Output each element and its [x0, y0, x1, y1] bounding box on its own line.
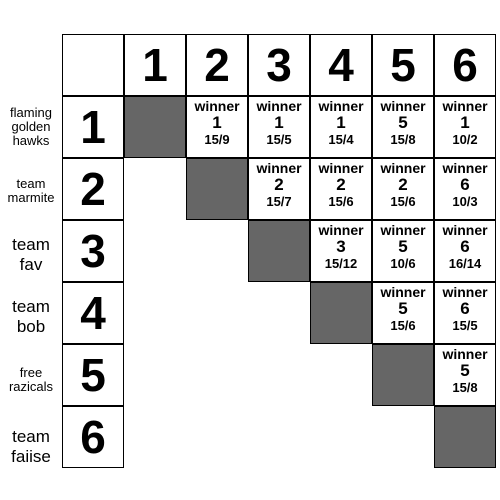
winner-label: winner [318, 222, 364, 238]
winner-team: 1 [460, 113, 470, 132]
row-header-4: 4 [62, 282, 124, 344]
winner-label: winner [442, 222, 488, 238]
winner-label: winner [318, 98, 364, 114]
winner-team: 1 [274, 113, 284, 132]
winner-label: winner [442, 346, 488, 362]
column-header-2: 2 [186, 34, 248, 96]
diagonal-cell-4 [310, 282, 372, 344]
winner-label: winner [194, 98, 240, 114]
row-header-1: 1 [62, 96, 124, 158]
result-cell-2-3: winner 2 15/7 [248, 158, 310, 220]
winner-team: 6 [460, 237, 470, 256]
team-name-2: team marmite [7, 176, 55, 205]
winner-team: 6 [460, 175, 470, 194]
match-score: 15/8 [390, 132, 416, 147]
diagonal-cell-5 [372, 344, 434, 406]
result-cell-3-6: winner 6 16/14 [434, 220, 496, 282]
winner-team: 5 [398, 113, 408, 132]
winner-label: winner [256, 160, 302, 176]
column-header-4: 4 [310, 34, 372, 96]
match-score: 10/3 [452, 194, 478, 209]
winner-label: winner [380, 160, 426, 176]
team-name-3: team fav [12, 235, 50, 274]
column-header-6: 6 [434, 34, 496, 96]
match-score: 15/4 [328, 132, 354, 147]
result-cell-1-3: winner 1 15/5 [248, 96, 310, 158]
team-name-4: team bob [12, 297, 50, 336]
winner-team: 5 [398, 299, 408, 318]
winner-label: winner [442, 284, 488, 300]
result-cell-1-5: winner 5 15/8 [372, 96, 434, 158]
row-header-5: 5 [62, 344, 124, 406]
result-cell-1-2: winner 1 15/9 [186, 96, 248, 158]
match-score: 15/6 [390, 194, 416, 209]
match-score: 15/7 [266, 194, 292, 209]
winner-label: winner [442, 160, 488, 176]
row-header-3: 3 [62, 220, 124, 282]
winner-team: 1 [212, 113, 222, 132]
winner-team: 5 [398, 237, 408, 256]
match-score: 15/5 [266, 132, 292, 147]
match-score: 15/9 [204, 132, 230, 147]
winner-team: 2 [398, 175, 408, 194]
winner-team: 6 [460, 299, 470, 318]
diagonal-cell-1 [124, 96, 186, 158]
match-score: 15/5 [452, 318, 478, 333]
winner-label: winner [256, 98, 302, 114]
result-cell-4-6: winner 6 15/5 [434, 282, 496, 344]
winner-team: 2 [336, 175, 346, 194]
result-cell-2-6: winner 6 10/3 [434, 158, 496, 220]
winner-team: 2 [274, 175, 284, 194]
row-header-2: 2 [62, 158, 124, 220]
match-score: 10/2 [452, 132, 478, 147]
winner-label: winner [442, 98, 488, 114]
winner-team: 5 [460, 361, 470, 380]
column-header-5: 5 [372, 34, 434, 96]
match-score: 10/6 [390, 256, 416, 271]
result-cell-3-5: winner 5 10/6 [372, 220, 434, 282]
result-cell-1-4: winner 1 15/4 [310, 96, 372, 158]
team-name-5: free razicals [8, 365, 54, 394]
winner-team: 3 [336, 237, 346, 256]
row-header-6: 6 [62, 406, 124, 468]
result-cell-1-6: winner 1 10/2 [434, 96, 496, 158]
match-score: 15/6 [328, 194, 354, 209]
column-header-3: 3 [248, 34, 310, 96]
column-header-1: 1 [124, 34, 186, 96]
diagonal-cell-2 [186, 158, 248, 220]
corner-cell [62, 34, 124, 96]
diagonal-cell-6 [434, 406, 496, 468]
team-name-1: flaming golden hawks [10, 105, 52, 148]
winner-label: winner [318, 160, 364, 176]
match-score: 15/12 [324, 256, 358, 271]
winner-label: winner [380, 98, 426, 114]
winner-team: 1 [336, 113, 346, 132]
result-cell-2-5: winner 2 15/6 [372, 158, 434, 220]
match-score: 16/14 [448, 256, 482, 271]
result-cell-4-5: winner 5 15/6 [372, 282, 434, 344]
result-cell-3-4: winner 3 15/12 [310, 220, 372, 282]
match-score: 15/6 [390, 318, 416, 333]
winner-label: winner [380, 284, 426, 300]
result-cell-5-6: winner 5 15/8 [434, 344, 496, 406]
result-cell-2-4: winner 2 15/6 [310, 158, 372, 220]
winner-label: winner [380, 222, 426, 238]
team-name-6: team faiise [11, 427, 51, 466]
match-score: 15/8 [452, 380, 478, 395]
diagonal-cell-3 [248, 220, 310, 282]
